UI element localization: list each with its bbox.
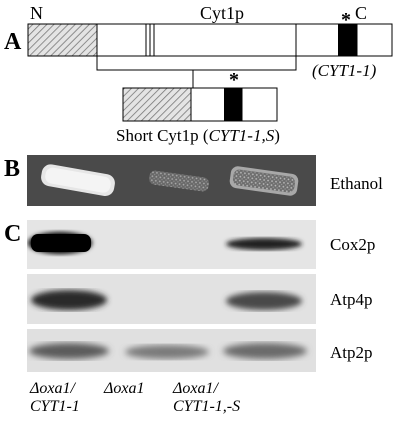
short-protein-suffix: ) [274, 126, 280, 145]
lane-label-1-line1: Δoxa1/ [30, 380, 75, 397]
c-terminus-label: C [355, 3, 368, 23]
panel-a-letter: A [4, 29, 22, 55]
colony-spot-1 [41, 164, 115, 197]
lane-label-3: Δoxa1/ CYT1-1,-S [173, 380, 240, 416]
atp2p-band-lane1 [29, 343, 109, 359]
cox2p-band-lane3 [226, 238, 302, 250]
short-protein-caption: Short Cyt1p (CYT1-1,S) [116, 127, 280, 144]
blot-label-cox2p: Cox2p [330, 235, 376, 254]
full-length-protein-bar [27, 23, 393, 57]
ethanol-label: Ethanol [330, 174, 383, 193]
panel-b-letter: B [4, 156, 21, 182]
n-terminus-label: N [30, 3, 43, 23]
lane-label-1: Δoxa1/ CYT1-1 [30, 380, 80, 416]
ethanol-growth-plate [27, 155, 316, 206]
short-mutation-asterisk: * [229, 69, 239, 91]
colony-spot-3 [229, 166, 299, 196]
transmembrane-domain [338, 24, 357, 56]
atp2p-band-lane3 [223, 343, 307, 359]
atp4p-band-lane3 [226, 292, 302, 310]
protein-name-label: Cyt1p [200, 3, 245, 23]
deletion-connector [96, 56, 297, 88]
cox2p-band-lane1-core [31, 234, 91, 252]
short-protein-bar [122, 87, 278, 122]
short-allele-label: CYT1-1,S [208, 126, 275, 145]
allele-label: (CYT1-1) [312, 61, 377, 80]
blot-label-atp2p: Atp2p [330, 343, 373, 362]
panel-c-letter: C [4, 221, 22, 247]
lane-label-3-line1: Δoxa1/ [173, 380, 218, 397]
colony-spot-2 [149, 170, 209, 192]
short-presequence-hatched-domain [122, 87, 192, 122]
blot-label-atp4p: Atp4p [330, 290, 373, 309]
mutation-asterisk: * [341, 9, 351, 31]
protein-domain-diagram [27, 23, 393, 122]
lane-label-2-line1: Δoxa1 [104, 380, 145, 397]
atp4p-band-lane1 [31, 290, 107, 310]
blot-atp4p [27, 274, 316, 324]
lane-label-3-line2: CYT1-1,-S [173, 398, 241, 415]
presequence-hatched-domain [27, 23, 98, 57]
blot-cox2p [27, 220, 316, 269]
lane-label-2: Δoxa1 [104, 380, 145, 398]
lane-label-1-line2: CYT1-1 [30, 398, 80, 415]
short-transmembrane-domain [224, 88, 242, 121]
atp2p-band-lane2 [125, 345, 209, 359]
blot-atp2p [27, 329, 316, 372]
short-protein-prefix: Short Cyt1p ( [116, 126, 209, 145]
